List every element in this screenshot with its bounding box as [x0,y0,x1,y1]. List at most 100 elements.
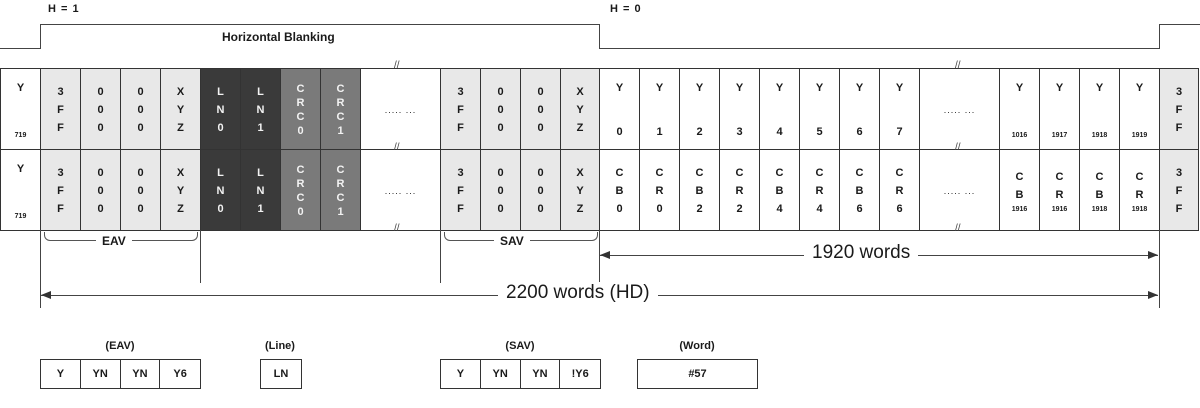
cell-text: F [457,185,464,197]
cell-text: R [296,178,305,190]
cell-text: Y [16,82,25,94]
cell-text: 0 [97,203,104,215]
cell-text: F [457,104,464,116]
break-mark: // [394,142,400,153]
cell-y-719: Y 719 [0,149,41,231]
cell-text: L [257,167,264,179]
cell-sub: 1917 [1051,132,1068,139]
guide-line [1159,230,1160,308]
active-words-label: 1920 words [804,242,919,264]
guide-line [40,230,41,308]
cell-text: R [296,97,305,109]
guide-line [200,230,201,283]
cell-text: R [815,185,824,197]
cell-text: 0 [497,104,504,116]
legend-eav-cell: YN [81,360,121,388]
ellipsis-text: ..... ... [384,186,417,196]
cell-text: Y [1095,82,1104,94]
cell-text: C [1015,170,1024,183]
cell-text: 0 [497,185,504,197]
cell-text: 3 [457,86,464,98]
legend-line-title: (Line) [265,340,295,352]
cell-text: C [1055,170,1064,183]
cell-text: F [57,122,64,134]
cell-text: Y [1015,82,1024,94]
cell-text: 0 [616,203,623,215]
legend-word-title: (Word) [679,340,715,352]
cell-text: Y [815,82,824,94]
cell-text: 4 [776,203,783,215]
cell-text: L [217,167,224,179]
cell-text: R [1135,188,1144,201]
cell-sub: 1918 [1091,132,1108,139]
legend-sav-cell: Y [441,360,481,388]
cell-text: 0 [656,203,663,215]
cell-text: F [457,122,464,134]
cell-text: N [216,185,225,197]
cell-text: B [615,185,624,197]
cell-text: F [57,104,64,116]
cell-text: R [655,185,664,197]
ellipsis-cell-active: ..... ... [919,149,1000,231]
active-y-tail-0: Y 1016 [999,68,1040,150]
cell-sub: 7 [896,126,903,138]
cell-text: L [257,86,264,98]
cell-text: 1 [257,203,264,215]
cell-sub: 719 [14,213,27,220]
cell-sub: 1916 [1051,205,1068,213]
sav-brace-label: SAV [494,234,530,248]
cell-text: C [855,167,864,179]
cell-text: 0 [97,167,104,179]
cell-text: 6 [896,203,903,215]
cell-text: C [775,167,784,179]
cell-text: R [336,178,345,190]
legend-eav-cell: Y6 [173,368,187,380]
total-words-label: 2200 words (HD) [498,282,658,304]
cell-text: C [336,83,345,95]
cell-text: 0 [97,104,104,116]
cell-text: N [216,104,225,116]
cell-text: R [735,185,744,197]
cell-text: Y [576,104,584,116]
legend-sav-cell: !Y6 [571,368,589,380]
cell-text: B [775,185,784,197]
cell-text: C [815,167,824,179]
cell-text: X [576,167,584,179]
cell-text: F [1175,185,1183,197]
cell-text: B [1095,188,1104,201]
cell-sub: 0 [616,126,623,138]
cell-sub: 1016 [1011,132,1028,139]
cell-text: C [296,192,305,204]
cell-text: Z [576,203,584,215]
cell-sub: 1 [656,126,663,138]
cell-text: C [296,164,305,176]
cell-text: Z [177,203,184,215]
cell-sub: 3 [736,126,743,138]
cell-text: 1 [337,125,344,137]
cell-text: Z [177,122,184,134]
legend-word-cell: #57 [688,368,707,380]
cell-text: C [1095,170,1104,183]
cell-text: 0 [137,185,144,197]
